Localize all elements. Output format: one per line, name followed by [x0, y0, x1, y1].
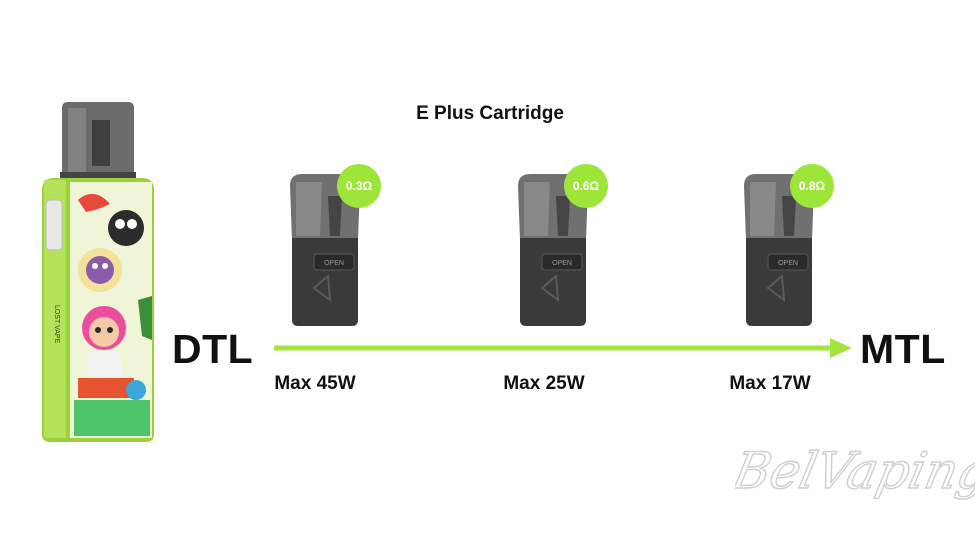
resistance-badge-1: 0.3Ω: [337, 164, 381, 208]
resistance-badge-2: 0.6Ω: [564, 164, 608, 208]
max-power-1: Max 45W: [274, 373, 356, 394]
max-power-3: Max 17W: [729, 373, 811, 394]
mtl-label: MTL: [860, 326, 946, 372]
page-title: E Plus Cartridge: [416, 103, 564, 124]
svg-text:OPEN: OPEN: [552, 260, 572, 267]
belvaping-watermark: BelVaping: [726, 420, 980, 520]
resistance-badge-3: 0.8Ω: [790, 164, 834, 208]
max-power-2: Max 25W: [503, 373, 585, 394]
cartridge-graphic: OPEN: [744, 174, 814, 326]
svg-text:OPEN: OPEN: [778, 260, 798, 267]
cartridge-graphic: OPEN: [290, 174, 360, 326]
scale-arrow: [274, 336, 854, 360]
svg-text:BelVaping: BelVaping: [735, 442, 975, 500]
pod-device-graphic: LOST VAPE: [42, 102, 154, 442]
svg-text:OPEN: OPEN: [324, 260, 344, 267]
arrow-graphic: [274, 338, 852, 358]
watermark-logo: BelVaping: [726, 441, 980, 501]
cartridge-3: OPEN: [738, 170, 820, 330]
cartridge-1: OPEN: [284, 170, 366, 330]
svg-text:LOST VAPE: LOST VAPE: [53, 305, 60, 344]
pod-device-image: LOST VAPE: [38, 100, 158, 445]
dtl-label: DTL: [172, 326, 254, 372]
